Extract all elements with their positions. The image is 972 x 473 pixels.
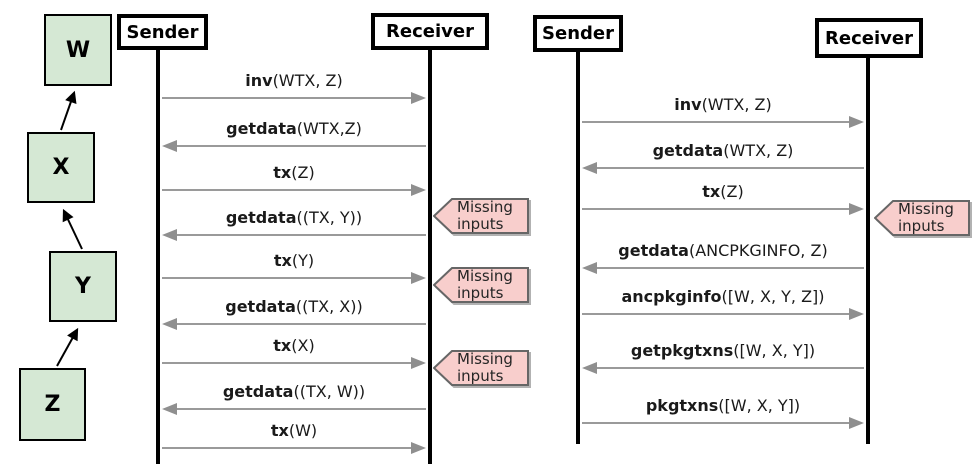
missing-inputs-callout: Missing inputs (433, 198, 529, 234)
lifeline-receiver-2 (866, 58, 870, 444)
message-label: getpkgtxns([W, X, Y]) (630, 341, 816, 360)
tx-node-y: Y (49, 251, 117, 322)
message-arrow (162, 140, 426, 152)
tx-node-z: Z (19, 368, 86, 441)
missing-inputs-callout: Missing inputs (433, 267, 529, 303)
message-arrow (582, 417, 864, 429)
callout-text: Missing inputs (457, 350, 513, 385)
message-arrow (162, 184, 426, 196)
message-label: ancpkginfo([W, X, Y, Z]) (621, 287, 825, 306)
actor-sender-2: Sender (533, 15, 623, 52)
message-label: tx(Z) (273, 163, 315, 182)
actor-sender-1: Sender (117, 14, 208, 50)
callout-text: Missing inputs (898, 200, 954, 235)
message-label: getdata(WTX, Z) (652, 141, 794, 160)
message-arrow (582, 116, 864, 128)
callout-pointer-shape (433, 198, 529, 234)
message-label: tx(Y) (273, 251, 315, 270)
arrow-z-to-y (56, 327, 79, 367)
chain-dependency-arrows (56, 90, 83, 367)
tx-node-w: W (44, 14, 112, 86)
message-label: pkgtxns([W, X, Y]) (645, 396, 801, 415)
message-arrow (582, 308, 864, 320)
message-arrow (162, 403, 426, 415)
missing-inputs-callout: Missing inputs (874, 200, 970, 236)
callout-text: Missing inputs (457, 198, 513, 233)
callout-pointer-shape (433, 267, 529, 303)
message-arrow (162, 229, 426, 241)
message-label: getdata(ANCPKGINFO, Z) (618, 241, 828, 260)
message-label: inv(WTX, Z) (245, 71, 343, 90)
message-label: tx(X) (273, 336, 315, 355)
lifeline-sender-2 (576, 52, 580, 444)
message-arrow (162, 272, 426, 284)
message-arrow (582, 262, 864, 274)
lifeline-sender-1 (156, 50, 160, 464)
message-arrow (162, 442, 426, 454)
message-label: getdata(WTX,Z) (226, 119, 362, 138)
callout-pointer-shape (874, 200, 970, 236)
message-label: getdata((TX, W)) (222, 382, 366, 401)
callout-pointer-shape (433, 350, 529, 386)
actor-receiver-1: Receiver (371, 13, 489, 50)
lifeline-receiver-1 (428, 50, 432, 464)
message-arrow (162, 92, 426, 104)
missing-inputs-callout: Missing inputs (433, 350, 529, 386)
message-arrow (582, 203, 864, 215)
message-label: tx(W) (270, 421, 318, 440)
tx-node-x: X (27, 132, 95, 203)
message-label: getdata((TX, X)) (225, 297, 363, 316)
message-arrow (162, 318, 426, 330)
arrow-y-to-x (62, 208, 83, 250)
message-label: tx(Z) (702, 182, 744, 201)
message-label: getdata((TX, Y)) (225, 208, 363, 227)
message-arrow (582, 362, 864, 374)
arrow-x-to-w (60, 90, 77, 131)
actor-receiver-2: Receiver (815, 18, 923, 58)
message-arrow (582, 162, 864, 174)
message-label: inv(WTX, Z) (674, 95, 772, 114)
message-arrow (162, 357, 426, 369)
callout-text: Missing inputs (457, 267, 513, 302)
